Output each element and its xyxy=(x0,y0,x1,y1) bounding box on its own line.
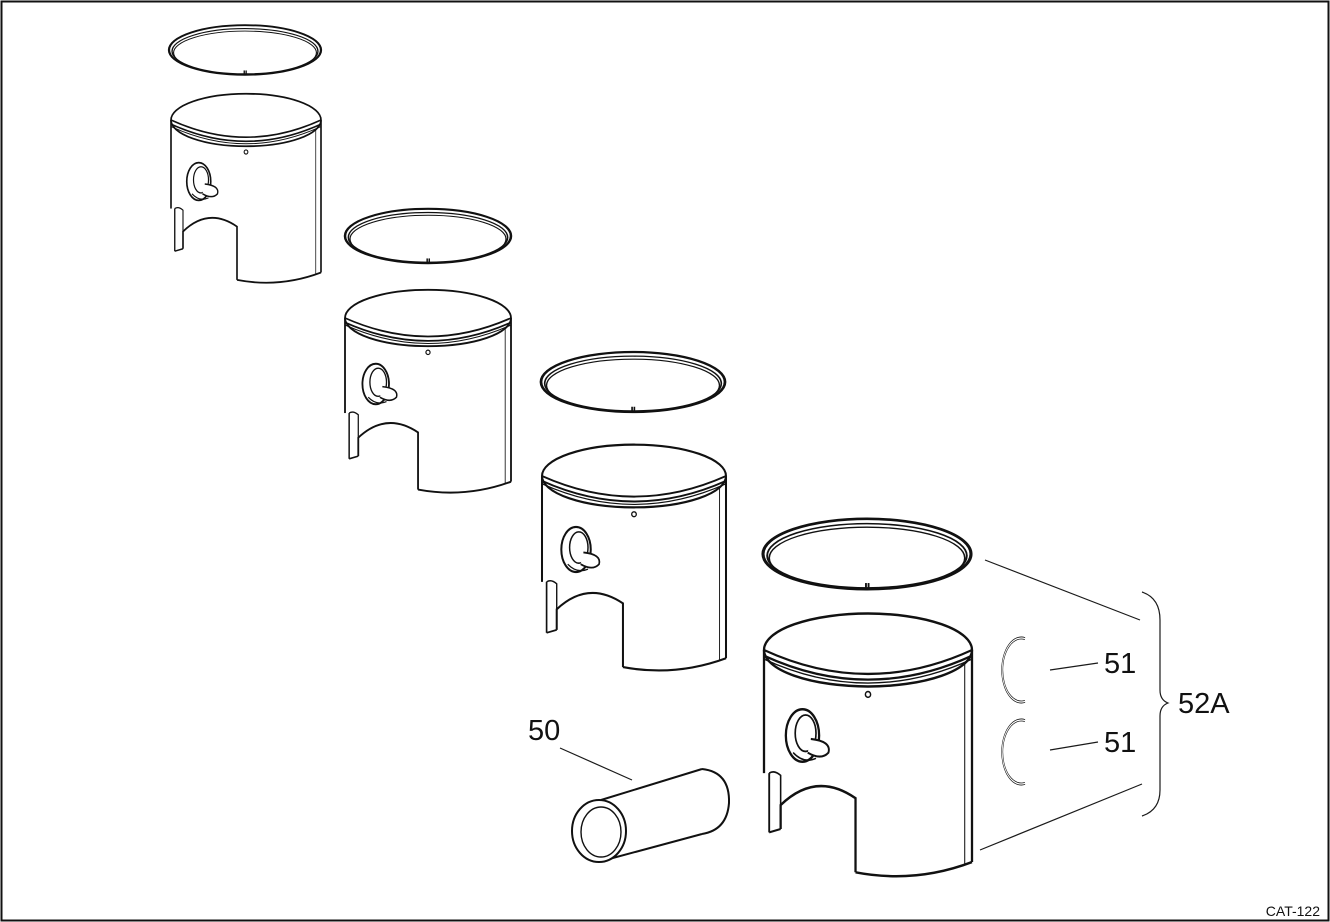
piston-ring-4 xyxy=(761,517,973,592)
figure-code: CAT-122 xyxy=(1266,903,1320,919)
piston-3 xyxy=(540,443,728,672)
callout-50: 50 xyxy=(528,715,560,747)
circlip-upper xyxy=(1000,636,1027,704)
piston-pin xyxy=(571,768,731,863)
piston-2 xyxy=(344,288,512,494)
callout-52a: 52A xyxy=(1178,688,1230,720)
piston-ring-2 xyxy=(343,207,513,266)
circlip-lower xyxy=(1000,718,1027,786)
leader-line-51-upper xyxy=(1049,662,1099,671)
kit-brace xyxy=(1141,591,1170,817)
piston-1 xyxy=(170,92,322,284)
leader-line-51-lower xyxy=(1049,741,1099,751)
leader-line-50 xyxy=(559,747,633,781)
piston-ring-1 xyxy=(167,24,323,77)
piston-ring-3 xyxy=(539,350,727,415)
callout-51-lower: 51 xyxy=(1104,727,1136,759)
leader-line-ring xyxy=(984,559,1141,621)
leader-line-piston xyxy=(979,783,1143,851)
callout-51-upper: 51 xyxy=(1104,648,1136,680)
piston-4 xyxy=(762,612,974,878)
